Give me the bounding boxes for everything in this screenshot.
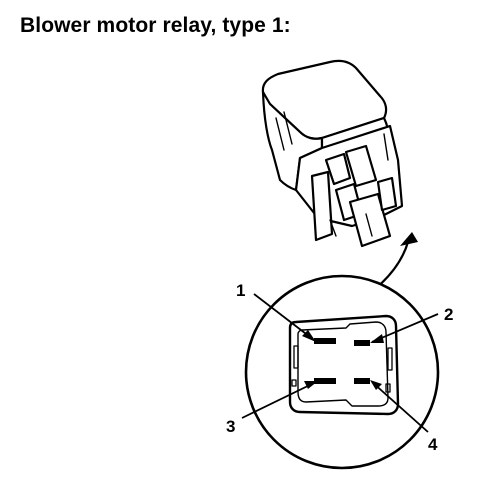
pin-label-1: 1 — [236, 281, 245, 300]
leader-arrowhead-2 — [370, 334, 384, 343]
leader-line-3 — [241, 381, 317, 419]
housing-slot — [387, 347, 393, 371]
connector-inner-outline — [297, 321, 389, 407]
connector-housing — [288, 314, 400, 416]
leader-arrowhead-1 — [302, 330, 316, 342]
terminal-slot-3 — [314, 378, 336, 384]
relay-mounting-tab — [310, 170, 334, 242]
terminal-blade — [348, 192, 392, 248]
relay-body — [261, 59, 404, 248]
pin-label-3: 3 — [226, 417, 235, 436]
leader-line-2 — [371, 313, 439, 343]
terminal-slot-1 — [314, 338, 336, 344]
terminal-blade — [324, 152, 352, 186]
relay-left-face — [261, 90, 324, 192]
pin-label-2: 2 — [444, 305, 453, 324]
view-arrow-head — [400, 232, 418, 246]
relay-shading — [275, 111, 389, 237]
housing-slot — [293, 345, 299, 369]
diagram-title: Blower motor relay, type 1: — [20, 14, 291, 37]
housing-slot — [291, 379, 297, 387]
magnified-view-circle — [244, 274, 440, 470]
terminal-slots — [314, 338, 370, 384]
terminal-blade — [376, 176, 398, 212]
leader-arrowheads — [302, 330, 384, 390]
pin-label-4: 4 — [428, 435, 438, 454]
housing-slot — [385, 383, 391, 393]
connector-outer-outline — [288, 314, 400, 416]
leader-line-4 — [371, 381, 429, 433]
leader-arrowhead-3 — [304, 381, 318, 389]
terminal-slot-4 — [354, 378, 370, 384]
terminal-blade — [344, 144, 378, 188]
terminal-slot-2 — [354, 340, 370, 346]
leader-arrowhead-4 — [370, 380, 382, 390]
leader-lines — [241, 293, 439, 433]
leader-line-1 — [253, 293, 315, 341]
